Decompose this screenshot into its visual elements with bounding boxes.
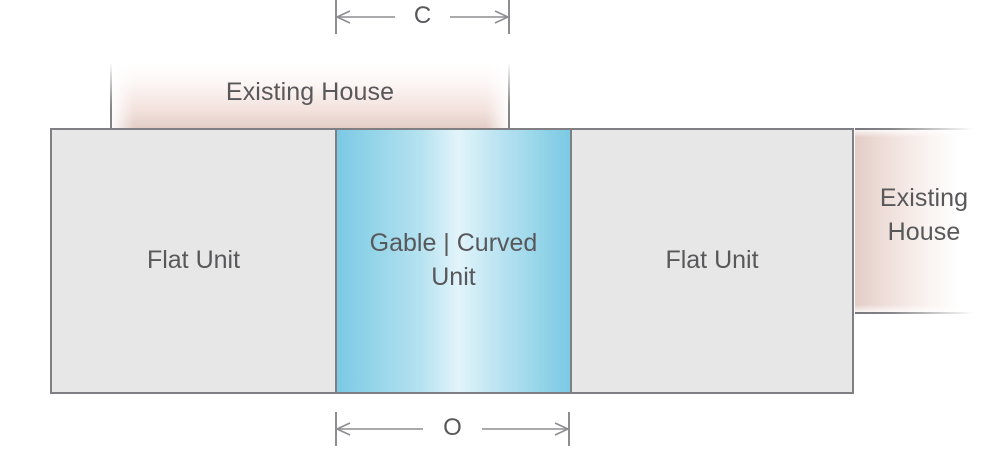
dimension-o-label: O: [443, 414, 462, 441]
flat-unit-left: Flat Unit: [50, 128, 337, 394]
dimension-c: C: [335, 0, 510, 34]
dimension-c-label: C: [413, 2, 432, 29]
unit-row: Flat Unit Gable | Curved Unit Flat Unit: [50, 128, 856, 394]
dimension-o: O: [335, 412, 570, 446]
gable-curved-unit: Gable | Curved Unit: [335, 128, 572, 394]
existing-house-right-label: Existing House: [879, 184, 969, 246]
flat-unit-right-label: Flat Unit: [665, 246, 759, 275]
existing-house-right-block: [855, 128, 973, 314]
flat-unit-left-label: Flat Unit: [146, 246, 241, 275]
flat-unit-right: Flat Unit: [570, 128, 854, 394]
existing-house-top-block: [110, 62, 510, 129]
gable-curved-unit-label: Gable | Curved Unit: [369, 229, 538, 291]
existing-house-top-label: Existing House: [225, 78, 395, 106]
